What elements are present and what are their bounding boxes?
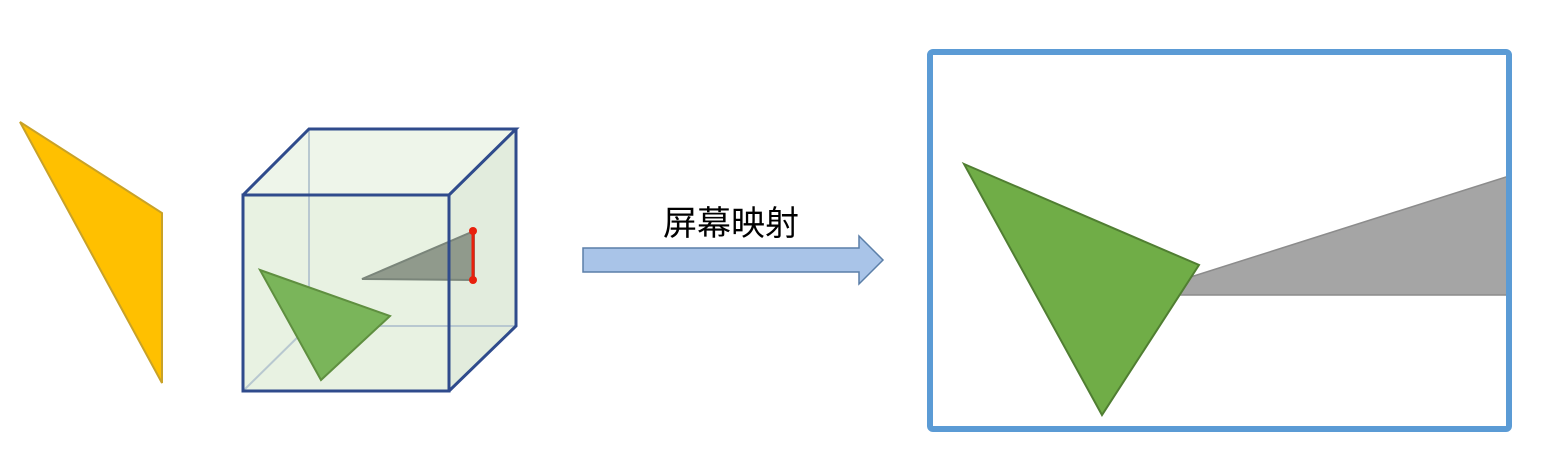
cube-right-edges bbox=[447, 129, 518, 393]
arrow-shape bbox=[582, 234, 885, 286]
screen-mapping-arrow: 屏幕映射 bbox=[582, 204, 885, 286]
view-volume-cube bbox=[241, 127, 520, 393]
screen-window bbox=[927, 49, 1512, 432]
arrow-label: 屏幕映射 bbox=[663, 204, 799, 244]
yellow-triangle bbox=[19, 121, 163, 384]
red-clip-point-bottom bbox=[469, 276, 477, 284]
cube-top-face bbox=[243, 129, 516, 195]
cube-front-edges bbox=[241, 193, 451, 393]
green-triangle-in-cube bbox=[257, 268, 392, 382]
red-clip-point-top bbox=[469, 227, 477, 235]
green-triangle-on-screen bbox=[961, 161, 1201, 417]
screen-border bbox=[927, 49, 1512, 432]
cube-top-edges bbox=[241, 127, 520, 197]
